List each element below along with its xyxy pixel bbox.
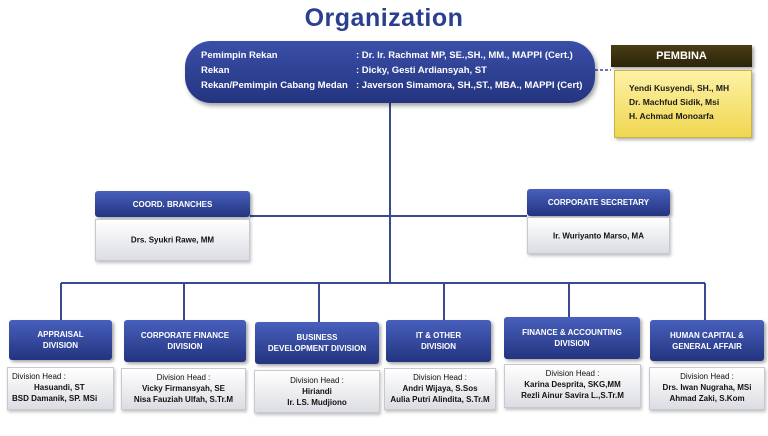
pembina-header: PEMBINA — [611, 45, 752, 67]
division-body-appraisal: Division Head : Hasuandi, ST BSD Damanik… — [7, 367, 114, 410]
corporate-secretary-name: Ir. Wuriyanto Marso, MA — [553, 231, 644, 240]
pembina-member: Dr. Machfud Sidik, Msi — [629, 97, 720, 107]
division-body-corporate-finance: Division Head : Vicky Firmansyah, SE Nis… — [121, 368, 246, 410]
leadership-row: Rekan: Dicky, Gesti Ardiansyah, ST — [201, 65, 487, 76]
pembina-member: Yendi Kusyendi, SH., MH — [629, 83, 730, 93]
leadership-row: Rekan/Pemimpin Cabang Medan: Javerson Si… — [201, 80, 583, 91]
leadership-box: Pemimpin Rekan: Dr. Ir. Rachmat MP, SE.,… — [185, 41, 595, 103]
leadership-row: Pemimpin Rekan: Dr. Ir. Rachmat MP, SE.,… — [201, 50, 573, 61]
page-title: Organization — [304, 4, 464, 32]
division-body-it-other: Division Head : Andri Wijaya, S.Sos Auli… — [384, 368, 496, 410]
division-body-finance-accounting: Division Head : Karina Desprita, SKG,MM … — [504, 364, 641, 408]
division-body-human-capital: Division Head : Drs. Iwan Nugraha, MSi A… — [649, 367, 765, 410]
coord-branches-body: Drs. Syukri Rawe, MM — [95, 219, 250, 261]
corporate-secretary-body: Ir. Wuriyanto Marso, MA — [527, 217, 670, 254]
coord-branches-header: COORD. BRANCHES — [95, 191, 250, 217]
division-body-business-development: Division Head : Hiriandi Ir. LS. Mudjion… — [254, 370, 380, 413]
division-header-human-capital: HUMAN CAPITAL &GENERAL AFFAIR — [650, 320, 764, 361]
corporate-secretary-header: CORPORATE SECRETARY — [527, 189, 670, 216]
coord-branches-name: Drs. Syukri Rawe, MM — [130, 235, 215, 245]
pembina-members: Yendi Kusyendi, SH., MH Dr. Machfud Sidi… — [614, 70, 752, 138]
pembina-member: H. Achmad Monoarfa — [629, 111, 714, 121]
